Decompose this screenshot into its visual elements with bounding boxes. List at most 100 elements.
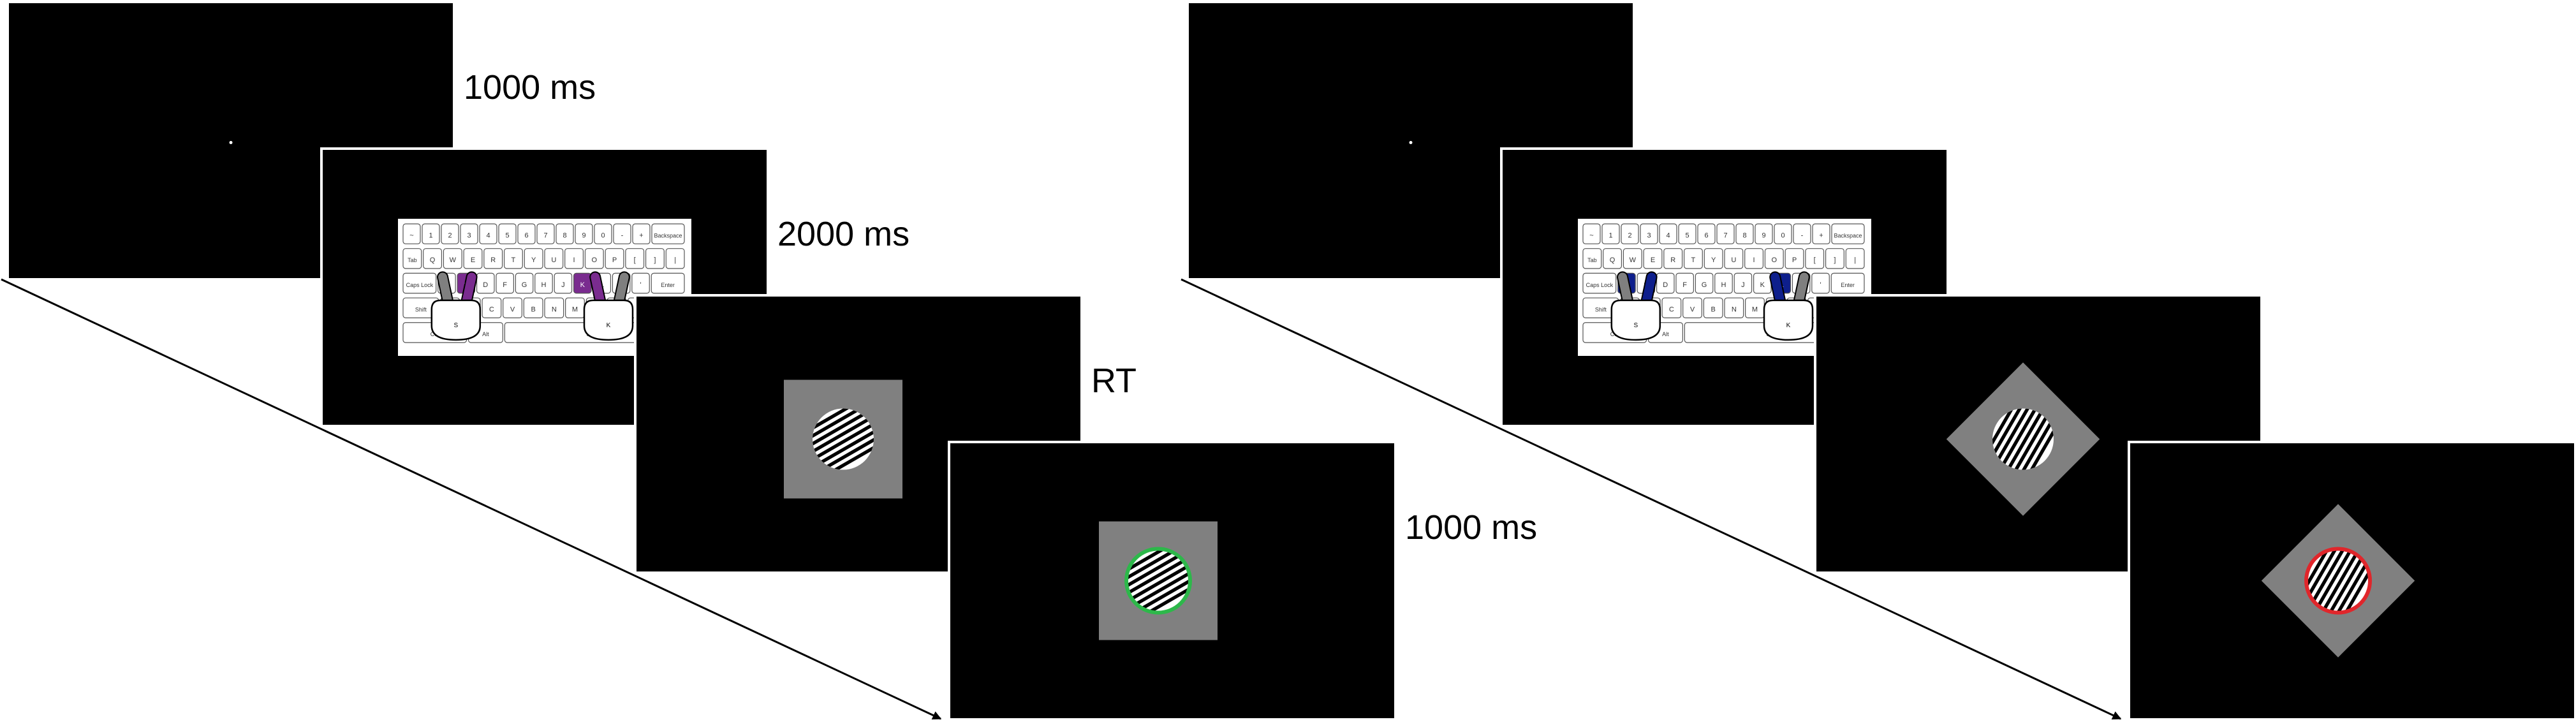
keyboard-key-label: 7 <box>543 232 547 239</box>
keyboard-key-label: ] <box>1834 256 1836 264</box>
time-arrow <box>1 278 942 720</box>
keyboard-key-label: O <box>1772 256 1777 264</box>
keyboard-key-label: [ <box>634 256 636 264</box>
keyboard-key-label: 5 <box>505 232 509 239</box>
grating-bg <box>2307 550 2369 612</box>
keyboard-key-label: 5 <box>1685 232 1689 239</box>
fixation-dot <box>229 141 233 144</box>
keyboard-key-label: I <box>573 256 575 264</box>
keyboard-key-label: ' <box>1820 281 1822 289</box>
grating-stripe <box>1128 550 1189 603</box>
keyboard-key <box>554 272 573 294</box>
keyboard-key <box>1704 248 1723 269</box>
keyboard-key <box>441 223 459 244</box>
keyboard-key <box>1703 297 1723 319</box>
grating-stripe <box>2308 550 2360 612</box>
keyboard-key-label: U <box>551 256 556 264</box>
keyboard-key <box>479 223 497 244</box>
keyboard-key <box>1805 248 1825 269</box>
keyboard-key <box>1682 297 1702 319</box>
grating-stripe <box>813 415 874 468</box>
keyboard-key <box>402 248 422 269</box>
keyboard-key <box>1774 223 1792 244</box>
keyboard-key <box>402 272 437 294</box>
hand-key-label: S <box>453 322 458 329</box>
keyboard-key <box>503 248 523 269</box>
keyboard-key-label: N <box>1732 306 1737 313</box>
keyboard-key-label: K <box>1760 281 1765 289</box>
keyboard-key <box>544 297 564 319</box>
grating-stripe <box>2320 550 2369 612</box>
keyboard-key-label: Caps Lock <box>1586 282 1614 288</box>
keyboard-key <box>422 223 440 244</box>
grating-stripes <box>1128 550 1189 612</box>
keyboard-key-label: 1 <box>429 232 432 239</box>
hand-icon: S <box>431 271 482 341</box>
keyboard-key <box>476 272 495 294</box>
grating-stripe <box>1992 408 2028 470</box>
grating-stripe <box>2307 550 2355 612</box>
keyboard-key-label: 9 <box>1762 232 1765 239</box>
keyboard-key-label: [ <box>1814 256 1816 264</box>
grating-stripe <box>1993 408 2045 470</box>
keyboard-key-label: Enter <box>661 282 675 288</box>
keyboard-key <box>1785 248 1804 269</box>
grating-stripes <box>813 408 874 470</box>
keyboard-key-label: M <box>1752 306 1758 313</box>
keyboard-key <box>517 223 536 244</box>
keyboard-key-label: 4 <box>1666 232 1670 239</box>
keyboard-key-label: D <box>1663 281 1668 289</box>
keyboard-key <box>556 223 574 244</box>
keyboard-key <box>536 223 555 244</box>
keyboard-key-label: U <box>1731 256 1736 264</box>
keyboard-key-label: 7 <box>1723 232 1727 239</box>
keyboard-key-label: P <box>612 256 617 264</box>
keyboard-key-label: Shift <box>415 306 427 313</box>
grating-stripe <box>813 427 874 470</box>
keyboard-key-label: ] <box>654 256 656 264</box>
keyboard-key <box>1733 272 1753 294</box>
keyboard-key <box>584 248 604 269</box>
keyboard-key <box>651 272 685 294</box>
keyboard-key <box>594 223 612 244</box>
keyboard-key-label: W <box>450 256 457 264</box>
keyboard-key <box>443 248 462 269</box>
keyboard-key-label: 6 <box>1704 232 1708 239</box>
hand-icon: S <box>1610 271 1661 341</box>
keyboard-key-label: C <box>1669 306 1674 313</box>
keyboard-key-label: 2 <box>448 232 452 239</box>
grating-stripe <box>813 408 874 455</box>
keyboard-key <box>523 297 543 319</box>
keyboard-key-label: K <box>580 281 585 289</box>
grating-stripe <box>2314 550 2366 612</box>
keyboard-key-label: | <box>1854 256 1856 264</box>
keyboard-key <box>651 223 685 244</box>
keyboard-key-label: ~ <box>409 232 413 239</box>
keyboard-key <box>1678 223 1696 244</box>
keyboard-key <box>1825 248 1844 269</box>
keyboard-key <box>1744 248 1764 269</box>
keyboard-key-label: 0 <box>601 232 605 239</box>
keyboard-key <box>1603 248 1623 269</box>
keyboard-key <box>564 248 584 269</box>
keyboard-key-label: 8 <box>1742 232 1746 239</box>
keyboard-key-label: F <box>1682 281 1687 289</box>
keyboard-key <box>534 272 553 294</box>
hand-icon: K <box>1763 271 1814 341</box>
palm <box>583 299 634 341</box>
keyboard-key-label: W <box>1630 256 1637 264</box>
keyboard-key <box>1724 248 1744 269</box>
grating-stripe <box>2005 408 2054 470</box>
keyboard-key <box>524 248 543 269</box>
keyboard-key <box>1830 272 1865 294</box>
fixation-dot <box>1409 141 1413 144</box>
keyboard-key-label: Backspace <box>1834 232 1862 239</box>
grating-stripe <box>1128 563 1189 612</box>
grating-stripe <box>813 421 874 470</box>
keyboard-key <box>1683 248 1703 269</box>
keyboard-key <box>496 272 514 294</box>
grating-bg <box>1128 550 1189 612</box>
